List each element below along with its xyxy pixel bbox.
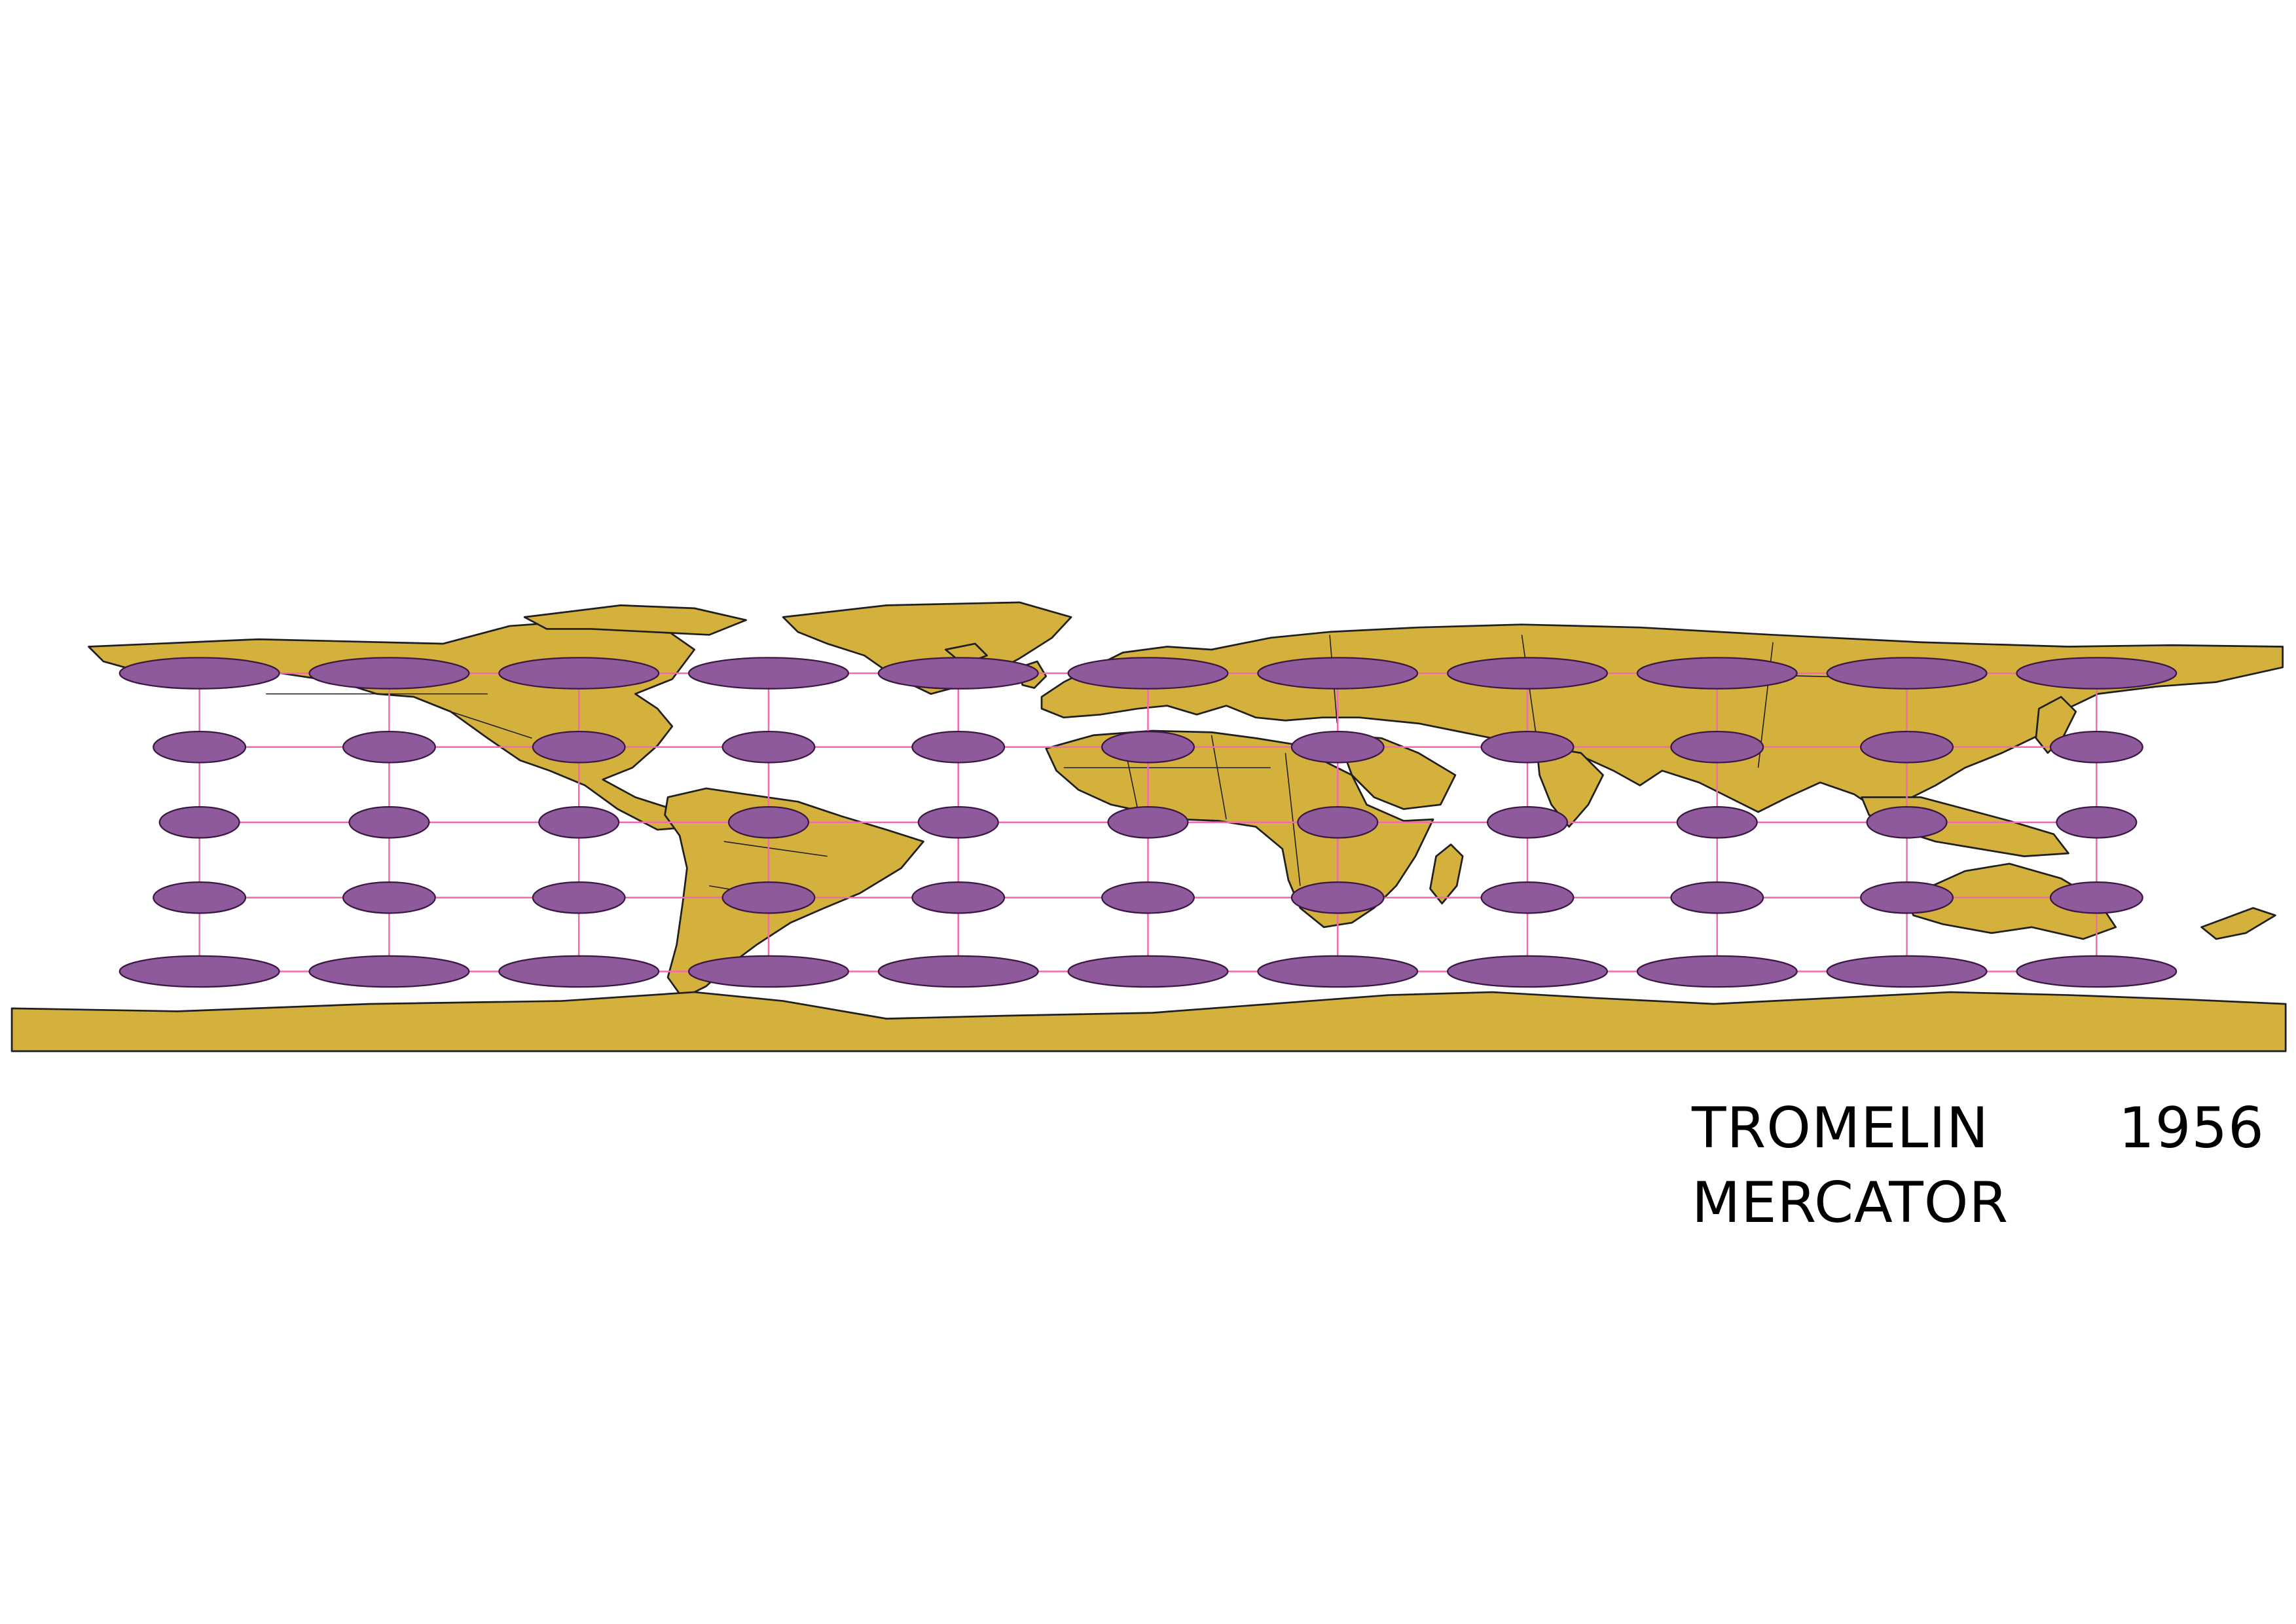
tissot-ellipse <box>532 881 626 914</box>
tissot-ellipse <box>1480 731 1575 764</box>
tissot-ellipse <box>538 805 620 839</box>
tissot-ellipse <box>2049 731 2143 764</box>
tissot-ellipse <box>118 657 280 690</box>
tissot-ellipse <box>532 731 626 764</box>
tissot-ellipse <box>1670 731 1764 764</box>
tissot-ellipse <box>1101 731 1195 764</box>
tissot-ellipse <box>1447 955 1609 988</box>
tissot-ellipse <box>153 881 247 914</box>
tissot-ellipse <box>153 731 247 764</box>
tissot-ellipse <box>1636 657 1798 690</box>
tissot-ellipse <box>1297 805 1379 839</box>
tissot-ellipse <box>1860 731 1954 764</box>
tissot-ellipse <box>877 657 1039 690</box>
country-border <box>1285 752 1301 886</box>
tissot-ellipse <box>1101 881 1195 914</box>
tissot-ellipse <box>911 881 1006 914</box>
country-border <box>450 710 532 739</box>
tissot-ellipse <box>1107 805 1189 839</box>
map-label-year: 1956 <box>2119 1096 2265 1161</box>
tissot-ellipse <box>687 657 849 690</box>
landmass-arctic-archipelago <box>523 604 748 636</box>
landmass-north-america <box>88 619 696 831</box>
landmass-new-zealand <box>2200 907 2276 940</box>
tissot-ellipse <box>2049 881 2143 914</box>
tissot-ellipse <box>308 657 470 690</box>
tissot-ellipse <box>911 731 1006 764</box>
tissot-ellipse <box>1447 657 1609 690</box>
tissot-ellipse <box>1676 805 1758 839</box>
map-label-line2: MERCATOR <box>1692 1170 2009 1236</box>
tissot-ellipse <box>348 805 430 839</box>
country-border <box>723 841 828 857</box>
tissot-ellipse <box>1860 881 1954 914</box>
tissot-ellipse <box>1486 805 1569 839</box>
tissot-ellipse <box>721 731 816 764</box>
tissot-ellipse <box>342 881 436 914</box>
tissot-ellipse <box>1067 657 1229 690</box>
tissot-ellipse <box>1290 731 1385 764</box>
landmass-antarctica <box>10 991 2287 1052</box>
tissot-ellipse <box>721 881 816 914</box>
tissot-ellipse <box>1826 657 1988 690</box>
tissot-ellipse <box>1290 881 1385 914</box>
tissot-ellipse <box>917 805 999 839</box>
tissot-ellipse <box>118 955 280 988</box>
tissot-ellipse <box>2056 805 2138 839</box>
tissot-ellipse <box>1826 955 1988 988</box>
tissot-ellipse <box>2016 955 2178 988</box>
tissot-ellipse <box>1480 881 1575 914</box>
tissot-indicatrix-layer <box>118 657 2178 988</box>
tissot-ellipse <box>687 955 849 988</box>
landmass-australia <box>1904 862 2117 940</box>
tissot-ellipse <box>158 805 240 839</box>
tissot-ellipse <box>1067 955 1229 988</box>
tissot-ellipse <box>727 805 810 839</box>
tissot-ellipse <box>1670 881 1764 914</box>
country-border <box>1211 735 1227 820</box>
tissot-ellipse <box>2016 657 2178 690</box>
landmass-india <box>1535 745 1604 828</box>
tissot-ellipse <box>1866 805 1948 839</box>
tissot-ellipse <box>1257 657 1419 690</box>
tissot-ellipse <box>1257 955 1419 988</box>
tissot-ellipse <box>498 955 660 988</box>
tissot-ellipse <box>342 731 436 764</box>
map-label-line1: TROMELIN <box>1692 1096 1990 1161</box>
tissot-ellipse <box>498 657 660 690</box>
tissot-ellipse <box>877 955 1039 988</box>
landmass-madagascar <box>1429 843 1464 905</box>
tissot-ellipse <box>308 955 470 988</box>
tissot-ellipse <box>1636 955 1798 988</box>
